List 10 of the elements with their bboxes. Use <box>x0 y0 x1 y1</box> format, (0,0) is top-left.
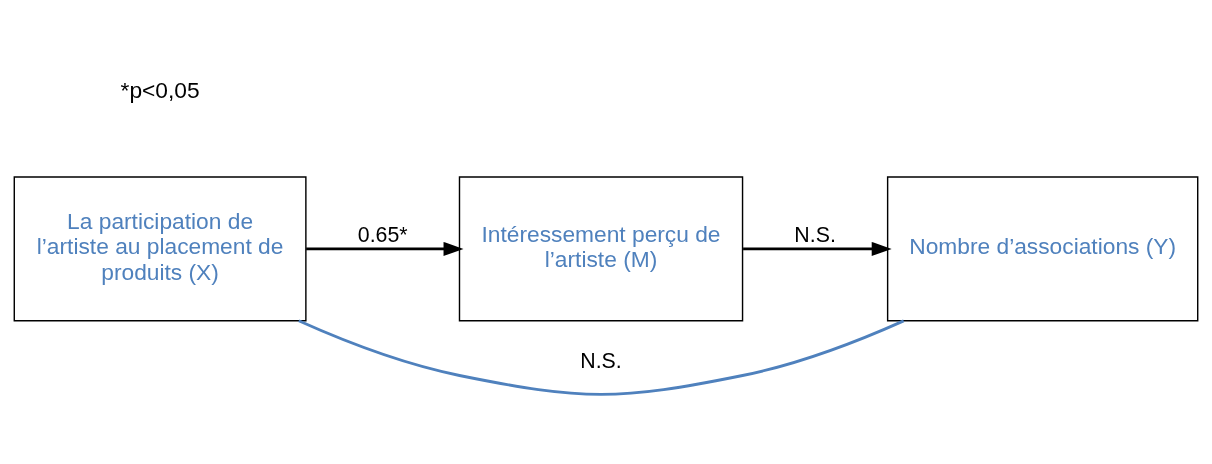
edge-label: 0.65* <box>357 222 408 247</box>
node-box: La participation de l’artiste au placement de produits (X) <box>13 176 307 322</box>
arrow <box>743 241 892 256</box>
edge-label: N.S. <box>580 349 622 374</box>
label: *p<0,05 <box>120 76 200 103</box>
node-box: Intéressement perçu de l’artiste (M) <box>458 176 744 322</box>
arrow <box>306 241 464 256</box>
connector <box>298 319 905 396</box>
edge-label: N.S. <box>794 222 836 247</box>
node-box: Nombre d’associations (Y) <box>886 176 1199 322</box>
